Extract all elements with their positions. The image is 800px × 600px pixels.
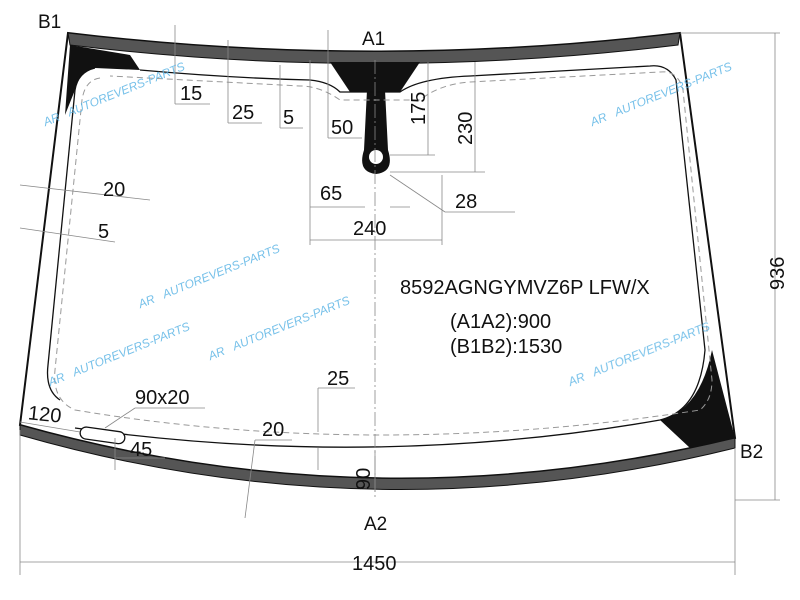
dim-bottom-90: 90 [353, 468, 375, 490]
sensor-bracket [362, 90, 390, 174]
bracket-hole [369, 150, 383, 164]
dim-top-15: 15 [180, 83, 202, 105]
point-a1: A1 [362, 29, 385, 50]
dim-sensor-230: 230 [455, 112, 477, 145]
point-a2: A2 [364, 514, 387, 535]
dim-top-25: 25 [232, 102, 254, 124]
dim-bracket-28: 28 [455, 191, 477, 213]
a1a2-distance: (A1A2):900 [450, 311, 551, 333]
dimension-lines [19, 25, 780, 575]
dim-top-5: 5 [283, 107, 294, 129]
watermark-logo: AR [135, 292, 157, 312]
dim-side-20: 20 [103, 179, 125, 201]
frit-top-left [65, 45, 140, 115]
point-b2: B2 [740, 442, 763, 463]
product-code: 8592AGNGYMVZ6P LFW/X [400, 277, 650, 299]
dim-bottom-25: 25 [327, 368, 349, 390]
b1b2-distance: (B1B2):1530 [450, 336, 562, 358]
dim-bracket-240: 240 [353, 218, 386, 240]
sensor-slot [79, 426, 126, 445]
watermark-logo: AR [587, 110, 609, 130]
watermark-logo: AR [205, 344, 227, 364]
dim-slot-size: 90x20 [135, 387, 190, 409]
dim-side-5: 5 [98, 221, 109, 243]
frit-bottom-right [660, 350, 735, 448]
watermark-logo: AR [40, 110, 62, 130]
dim-slot-120: 120 [27, 402, 62, 427]
watermark-logo: AR [565, 370, 587, 390]
dim-sensor-175: 175 [408, 92, 430, 125]
dashed-line [54, 71, 713, 436]
dim-bracket-65: 65 [320, 183, 342, 205]
dim-slot-45: 45 [130, 439, 152, 461]
point-b1: B1 [38, 12, 61, 33]
top-band [67, 32, 681, 64]
dim-top-50: 50 [331, 117, 353, 139]
watermark-logo: AR [45, 370, 67, 390]
overall-width: 1450 [352, 553, 397, 575]
dim-bottom-20: 20 [262, 419, 284, 441]
overall-height: 936 [767, 257, 789, 290]
inner-border-line [46, 65, 706, 448]
